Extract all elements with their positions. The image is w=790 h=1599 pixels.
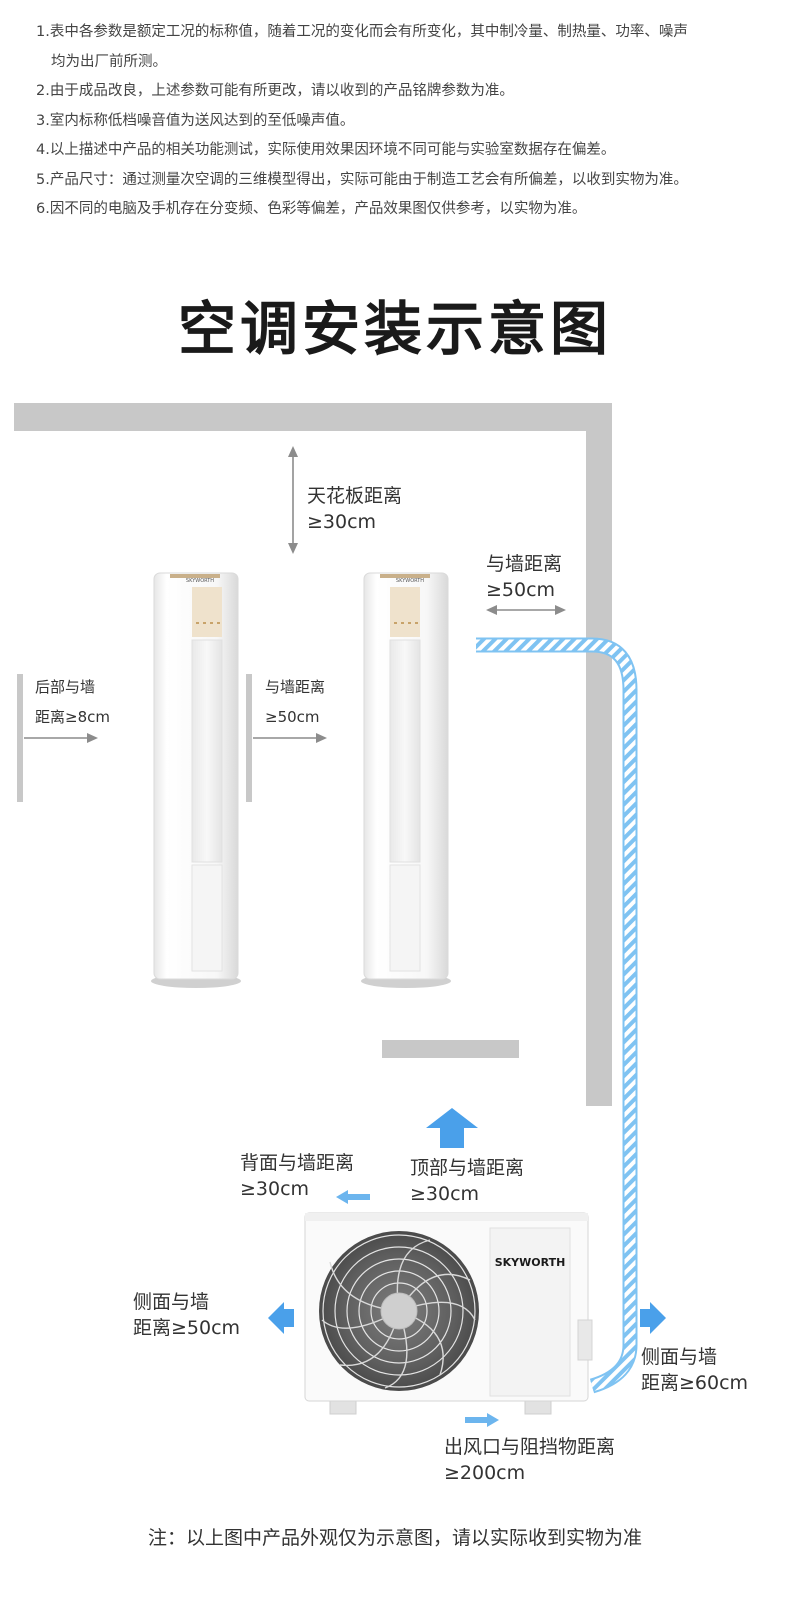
airflow-arrows	[268, 1108, 666, 1427]
gold-control-panel	[192, 587, 222, 637]
ceiling-wall	[14, 403, 612, 431]
side-wall-distance-label: 与墙距离 ≥50cm	[265, 678, 326, 726]
note-3: 3.室内标称低档噪音值为送风达到的至低噪声值。	[36, 112, 355, 129]
arrow-left-icon	[268, 1302, 294, 1334]
brand-logo: SKYWORTH	[495, 1256, 566, 1269]
note-2: 2.由于成品改良，上述参数可能有所更改，请以收到的产品铭牌参数为准。	[36, 83, 514, 99]
arrow-head-up	[288, 446, 298, 457]
fan-hub	[380, 1292, 418, 1330]
arrow-left-small-icon	[336, 1190, 370, 1204]
note-1-continued: 均为出厂前所测。	[51, 53, 167, 70]
outdoor-unit: SKYWORTH	[304, 1212, 593, 1415]
back-wall-distance-label: 背面与墙距离 ≥30cm	[240, 1152, 355, 1200]
rear-wall-middle	[246, 674, 252, 802]
note-6: 6.因不同的电脑及手机存在分变频、色彩等偏差，产品效果图仅供参考，以实物为准。	[36, 201, 587, 217]
note-4: 4.以上描述中产品的相关功能测试，实际使用效果因环境不同可能与实验室数据存在偏差…	[36, 142, 616, 158]
dimension-arrows	[24, 446, 566, 743]
page-title: 空调安装示意图	[177, 295, 612, 363]
refrigerant-pipe	[476, 637, 638, 1394]
indoor-unit-left: SKYWORTH	[151, 572, 241, 988]
floor-slab	[382, 1040, 519, 1058]
notes-list: 1.表中各参数是额定工况的标称值，随着工况的变化而会有所变化，其中制冷量、制热量…	[36, 18, 766, 225]
arrow-right-icon	[640, 1302, 666, 1334]
ceiling-distance-label: 天花板距离 ≥30cm	[307, 485, 403, 533]
svg-text:SKYWORTH: SKYWORTH	[396, 578, 424, 584]
air-grille	[389, 639, 421, 863]
air-grille	[191, 639, 223, 863]
note-5: 5.产品尺寸：通过测量次空调的三维模型得出，实际可能由于制造工艺会有所偏差，以收…	[36, 171, 688, 188]
right-wall	[586, 403, 612, 1106]
fan-grille	[322, 1234, 476, 1388]
svg-text:SKYWORTH: SKYWORTH	[186, 578, 214, 584]
arrow-up-icon	[426, 1108, 478, 1148]
installation-diagram: SKYWORTH SKYWORTH SKYWORTH	[14, 403, 666, 1427]
arrow-head-left	[486, 605, 497, 615]
arrow-head-right	[316, 733, 327, 743]
rear-wall-distance-label: 后部与墙 距离≥8cm	[35, 678, 110, 726]
gold-control-panel	[390, 587, 420, 637]
arrow-head-right	[555, 605, 566, 615]
wall-distance-right-label: 与墙距离 ≥50cm	[486, 553, 563, 601]
outlet-distance-label: 出风口与阻挡物距离 ≥200cm	[444, 1436, 616, 1484]
arrow-down-small-icon	[465, 1413, 499, 1427]
footer-note: 注：以上图中产品外观仅为示意图，请以实际收到实物为准	[147, 1527, 642, 1549]
top-wall-distance-label: 顶部与墙距离 ≥30cm	[410, 1157, 525, 1205]
arrow-head-right	[87, 733, 98, 743]
note-1: 1.表中各参数是额定工况的标称值，随着工况的变化而会有所变化，其中制冷量、制热量…	[36, 24, 688, 40]
right-side-distance-label: 侧面与墙 距离≥60cm	[641, 1346, 749, 1394]
arrow-head-down	[288, 543, 298, 554]
room-walls	[14, 403, 612, 1106]
indoor-unit-right: SKYWORTH	[361, 572, 451, 988]
rear-wall-left	[17, 674, 23, 802]
left-side-distance-label: 侧面与墙 距离≥50cm	[133, 1291, 241, 1339]
